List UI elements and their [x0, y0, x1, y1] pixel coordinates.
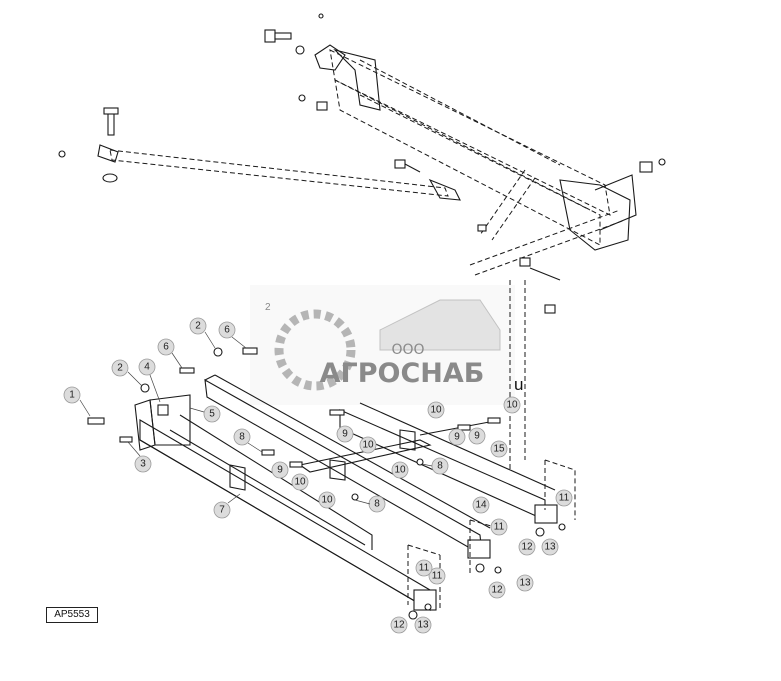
svg-text:4: 4 — [144, 362, 150, 373]
callout-6b: 6 — [218, 321, 236, 339]
svg-text:1: 1 — [69, 390, 75, 401]
upper-diagonal-strut — [469, 169, 626, 276]
callout-11d: 11 — [415, 559, 433, 577]
callout-10f: 10 — [503, 396, 521, 414]
svg-text:10: 10 — [294, 477, 306, 488]
lower-frame-middle-rail — [204, 374, 491, 559]
svg-text:3: 3 — [140, 459, 146, 470]
leader-lines — [79, 331, 433, 505]
lower-hardware — [87, 347, 566, 620]
upper-brace-arm — [97, 144, 461, 201]
svg-text:7: 7 — [219, 505, 225, 516]
callout-9c: 9 — [448, 428, 466, 446]
svg-text:8: 8 — [437, 461, 443, 472]
upper-beam — [314, 44, 637, 251]
svg-text:6: 6 — [163, 342, 169, 353]
callout-15: 15 — [490, 440, 508, 458]
svg-text:9: 9 — [277, 465, 283, 476]
watermark-company: ООО — [391, 342, 424, 358]
lower-frame-right-rail — [339, 402, 558, 524]
callout-13c: 13 — [541, 538, 559, 556]
svg-text:9: 9 — [454, 432, 460, 443]
svg-text:14: 14 — [475, 500, 487, 511]
svg-text:15: 15 — [493, 444, 505, 455]
gear-icon — [274, 309, 356, 391]
upper-hardware — [58, 13, 666, 314]
svg-text:10: 10 — [394, 465, 406, 476]
callout-12a: 12 — [390, 616, 408, 634]
svg-text:13: 13 — [519, 578, 531, 589]
svg-text:9: 9 — [342, 429, 348, 440]
svg-text:8: 8 — [239, 432, 245, 443]
callout-11a: 11 — [428, 567, 446, 585]
callout-7: 7 — [213, 501, 231, 519]
callout-8c: 8 — [431, 457, 449, 475]
watermark: ООО АГРОСНАБ — [250, 285, 515, 405]
watermark-brand: АГРОСНАБ — [320, 358, 485, 389]
callout-9d: 9 — [468, 427, 486, 445]
callout-10c: 10 — [359, 436, 377, 454]
svg-text:12: 12 — [521, 542, 533, 553]
svg-text:2: 2 — [195, 321, 201, 332]
svg-text:12: 12 — [393, 620, 405, 631]
figure-code-label: AP5553 — [46, 607, 98, 623]
callout-13b: 13 — [516, 574, 534, 592]
callout-9b: 9 — [336, 425, 354, 443]
svg-text:13: 13 — [417, 620, 429, 631]
stray-label-u: u — [514, 375, 523, 394]
callout-3: 3 — [134, 455, 152, 473]
svg-text:10: 10 — [321, 495, 333, 506]
callout-11b: 11 — [490, 518, 508, 536]
callout-8b: 8 — [368, 495, 386, 513]
svg-text:10: 10 — [506, 400, 518, 411]
callout-13a: 13 — [414, 616, 432, 634]
callout-10e: 10 — [427, 401, 445, 419]
harvester-icon — [379, 299, 501, 351]
svg-text:8: 8 — [374, 499, 380, 510]
callout-12b: 12 — [488, 581, 506, 599]
svg-text:13: 13 — [544, 542, 556, 553]
svg-text:11: 11 — [494, 522, 505, 533]
callout-12c: 12 — [518, 538, 536, 556]
callout-9a: 9 — [271, 461, 289, 479]
stray-label-2: 2 — [265, 302, 271, 313]
svg-text:6: 6 — [224, 325, 230, 336]
callout-10a: 10 — [291, 473, 309, 491]
callout-10d: 10 — [391, 461, 409, 479]
callout-8a: 8 — [233, 428, 251, 446]
callout-1: 1 — [63, 386, 81, 404]
callout-11c: 11 — [555, 489, 573, 507]
svg-text:10: 10 — [430, 405, 442, 416]
svg-text:5: 5 — [209, 409, 215, 420]
callout-14: 14 — [472, 496, 490, 514]
svg-text:2: 2 — [117, 363, 123, 374]
lower-dashed-guides — [407, 280, 576, 610]
callout-4: 4 — [138, 358, 156, 376]
svg-text:11: 11 — [432, 571, 443, 582]
callout-5: 5 — [203, 405, 221, 423]
svg-text:11: 11 — [559, 493, 570, 504]
callout-2b: 2 — [189, 317, 207, 335]
callout-2a: 2 — [111, 359, 129, 377]
svg-text:11: 11 — [419, 563, 430, 574]
svg-text:12: 12 — [491, 585, 503, 596]
callout-6a: 6 — [157, 338, 175, 356]
svg-text:9: 9 — [474, 431, 480, 442]
callout-10b: 10 — [318, 491, 336, 509]
lower-frame-left-rail — [134, 394, 437, 611]
svg-text:10: 10 — [362, 440, 374, 451]
